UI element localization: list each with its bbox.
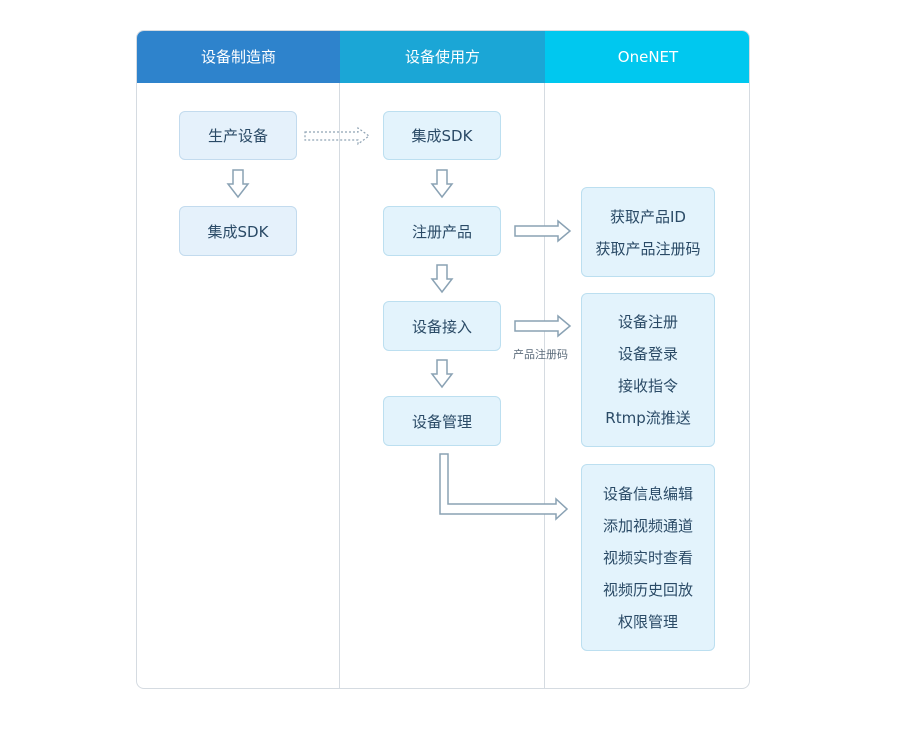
onenet-device-item: 设备注册 <box>617 313 678 331</box>
node-device-access: 设备接入 <box>383 301 501 351</box>
node-onenet-product: 获取产品ID 获取产品注册码 <box>581 187 715 277</box>
lane-header-onenet: OneNET <box>545 31 749 83</box>
onenet-management-item: 视频历史回放 <box>602 581 693 599</box>
onenet-product-item: 获取产品ID <box>610 208 686 226</box>
arrow-label-registration-code: 产品注册码 <box>513 348 568 361</box>
node-produce-device: 生产设备 <box>179 111 297 160</box>
onenet-device-item: 设备登录 <box>617 345 678 363</box>
onenet-management-item: 权限管理 <box>617 613 678 631</box>
lane-header-manufacturer: 设备制造商 <box>137 31 340 83</box>
onenet-device-item: Rtmp流推送 <box>605 409 691 427</box>
onenet-management-item: 设备信息编辑 <box>602 485 693 503</box>
node-onenet-management: 设备信息编辑 添加视频通道 视频实时查看 视频历史回放 权限管理 <box>581 464 715 651</box>
node-device-management: 设备管理 <box>383 396 501 446</box>
node-register-product: 注册产品 <box>383 206 501 256</box>
lane-header-user: 设备使用方 <box>340 31 545 83</box>
lane-divider-1 <box>339 83 340 688</box>
lane-divider-2 <box>544 83 545 688</box>
node-onenet-device: 设备注册 设备登录 接收指令 Rtmp流推送 <box>581 293 715 447</box>
node-user-integrate-sdk: 集成SDK <box>383 111 501 160</box>
onenet-management-item: 视频实时查看 <box>602 549 693 567</box>
node-manufacturer-integrate-sdk: 集成SDK <box>179 206 297 256</box>
onenet-management-item: 添加视频通道 <box>602 517 693 535</box>
onenet-device-item: 接收指令 <box>617 377 678 395</box>
onenet-product-item: 获取产品注册码 <box>595 240 701 258</box>
